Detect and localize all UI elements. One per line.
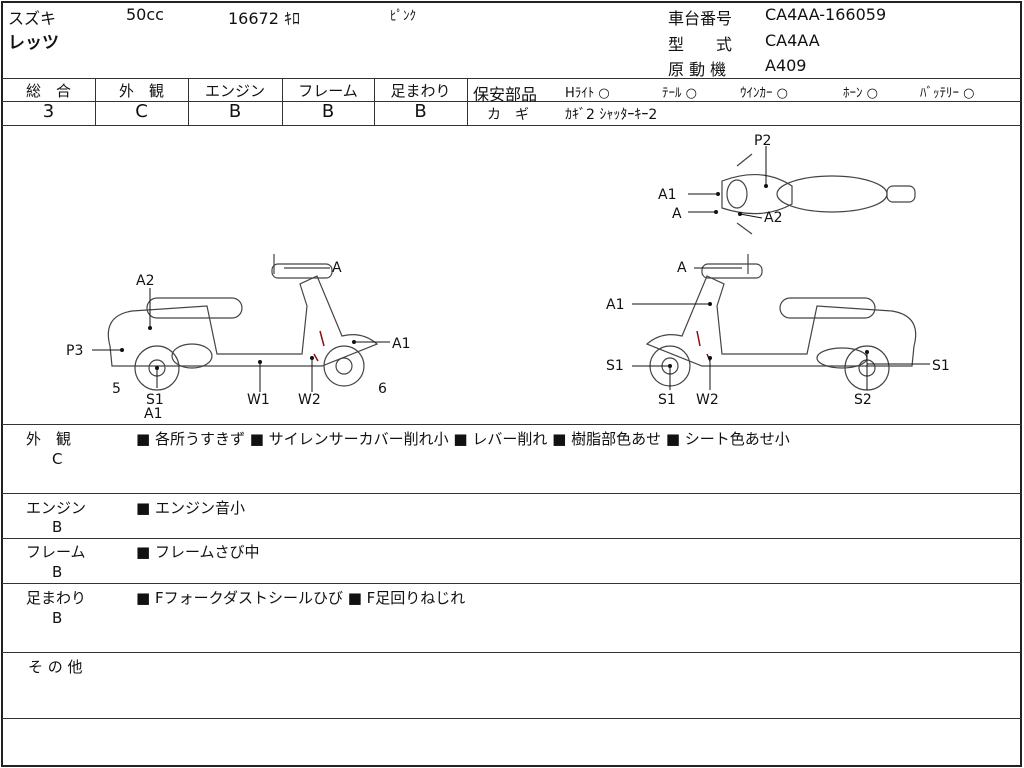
label-s1-right: S1 xyxy=(932,358,950,374)
label-w2: W2 xyxy=(696,392,719,408)
label-a: A xyxy=(677,260,687,276)
frame-no: CA4AA-166059 xyxy=(765,5,887,24)
safety-battery: ﾊﾞｯﾃﾘｰ ○ xyxy=(920,86,975,101)
damage-diagram: A A2 A1 P3 5 S1 A1 W1 W2 6 A A1 S1 S1 W2… xyxy=(66,133,950,422)
label-a1: A1 xyxy=(606,297,624,313)
note-label-other: そ の 他 xyxy=(28,658,83,676)
safety-label: 保安部品 xyxy=(473,85,538,104)
label-a-top: A xyxy=(672,206,682,222)
key-value: ｶｷﾞ2 ｼｬｯﾀｰｷｰ2 xyxy=(565,107,658,123)
mileage: 16672 ｷﾛ xyxy=(228,9,300,28)
safety-tail: ﾃｰﾙ ○ xyxy=(662,86,697,101)
safety-headlight: Hﾗｲﾄ ○ xyxy=(565,86,610,101)
divider xyxy=(2,78,1022,79)
label-s1: S1 xyxy=(146,392,164,408)
label-p3: P3 xyxy=(66,343,83,359)
label-a1-bottom: A1 xyxy=(144,406,162,422)
engine-value: A409 xyxy=(765,56,807,75)
label-w1: W1 xyxy=(247,392,270,408)
key-label: カ ギ xyxy=(487,107,529,123)
color: ﾋﾟﾝｸ xyxy=(390,9,416,24)
divider xyxy=(2,583,1022,584)
label-6: 6 xyxy=(378,381,387,397)
divider xyxy=(2,718,1022,719)
type-value: CA4AA xyxy=(765,31,820,50)
divider xyxy=(282,78,283,125)
displacement: 50cc xyxy=(126,5,164,24)
note-label-frame: フレーム xyxy=(26,543,86,561)
note-text-exterior: ■ 各所うすきず ■ サイレンサーカバー削れ小 ■ レバー削れ ■ 樹脂部色あせ… xyxy=(136,430,790,448)
scooter-right-side xyxy=(645,254,917,391)
grade-label-suspension: 足まわり xyxy=(390,82,451,100)
label-s1-bottom: S1 xyxy=(658,392,676,408)
divider xyxy=(467,78,468,125)
divider xyxy=(467,101,1022,102)
note-grade-frame: B xyxy=(52,563,63,581)
label-5: 5 xyxy=(112,381,121,397)
grade-label-exterior: 外 観 xyxy=(118,82,164,100)
divider xyxy=(2,538,1022,539)
leader-lines xyxy=(92,146,930,392)
label-w2: W2 xyxy=(298,392,321,408)
note-text-suspension: ■ Fフォークダストシールひび ■ F足回りねじれ xyxy=(136,589,466,607)
note-label-suspension: 足まわり xyxy=(26,589,87,607)
frame-no-label: 車台番号 xyxy=(668,9,733,28)
model-name: レッツ xyxy=(8,33,59,53)
grade-frame: B xyxy=(321,101,335,122)
note-grade-engine: B xyxy=(52,518,63,536)
note-text-frame: ■ フレームさび中 xyxy=(136,543,260,561)
grade-engine: B xyxy=(228,101,242,122)
note-text-engine: ■ エンジン音小 xyxy=(136,499,245,517)
divider xyxy=(2,101,467,102)
label-a1: A1 xyxy=(392,336,410,352)
grade-label-engine: エンジン xyxy=(204,82,265,100)
safety-horn: ﾎｰﾝ ○ xyxy=(843,86,878,101)
divider xyxy=(2,424,1022,425)
label-s2: S2 xyxy=(854,392,872,408)
label-s1: S1 xyxy=(606,358,624,374)
label-p2: P2 xyxy=(754,133,771,149)
engine-label: 原 動 機 xyxy=(668,60,727,79)
divider xyxy=(95,78,96,125)
grade-suspension: B xyxy=(414,101,427,122)
note-label-exterior: 外 観 xyxy=(26,430,72,448)
label-a2: A2 xyxy=(136,273,154,289)
grade-exterior: C xyxy=(135,101,148,122)
divider xyxy=(2,652,1022,653)
note-grade-suspension: B xyxy=(52,609,63,627)
divider xyxy=(2,125,1022,126)
label-a2-top: A2 xyxy=(764,210,782,226)
label-a1-top: A1 xyxy=(658,187,676,203)
type-label: 型 式 xyxy=(668,35,733,54)
grade-overall: 3 xyxy=(42,101,55,122)
scooter-top-view xyxy=(721,153,916,235)
note-label-engine: エンジン xyxy=(26,499,87,517)
divider xyxy=(2,493,1022,494)
grade-label-frame: フレーム xyxy=(298,82,358,100)
scooter-left-side xyxy=(107,254,379,391)
note-grade-exterior: C xyxy=(52,450,63,468)
grade-label-overall: 総 合 xyxy=(25,82,71,100)
divider xyxy=(188,78,189,125)
safety-winker: ｳｲﾝｶｰ ○ xyxy=(740,86,788,101)
divider xyxy=(374,78,375,125)
maker: スズキ xyxy=(8,9,57,28)
label-a: A xyxy=(332,260,342,276)
